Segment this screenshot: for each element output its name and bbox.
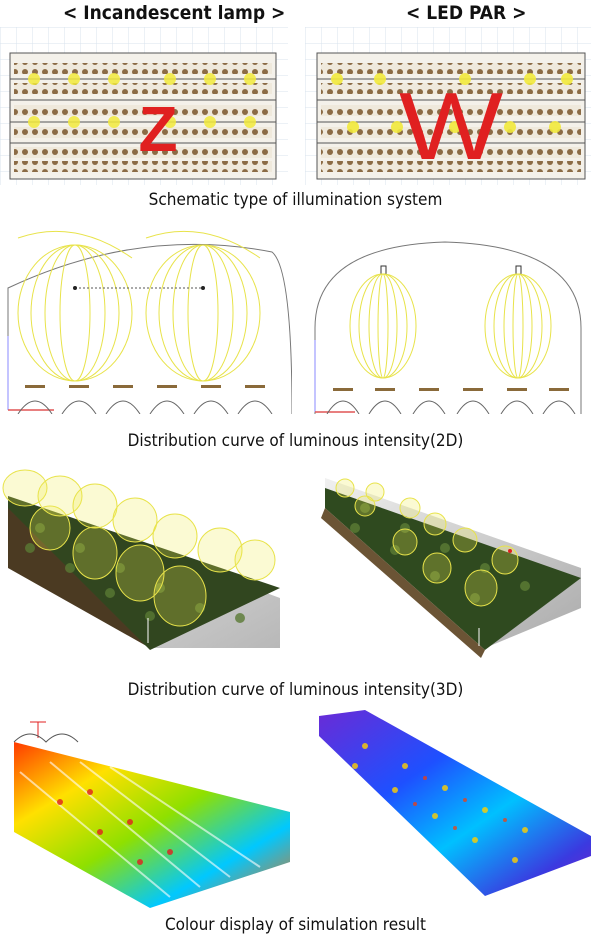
intensity-spheres [2,469,276,627]
curve-2d-led-par [305,228,591,414]
intensity-spheres [335,478,519,607]
curve-3d-led-par [305,468,591,658]
hotspot-rows [352,743,528,863]
schematic-incandescent: Z [0,27,288,185]
caption-schematic: Schematic type of illumination system [148,190,443,210]
plant-benches [17,400,273,414]
lamp-markers [28,73,256,128]
bed-rows [321,63,581,172]
plant-rows [350,503,530,603]
curve-3d-incandescent [0,468,286,658]
caption-curve-3d: Distribution curve of luminous intensity… [127,680,464,700]
caption-simulation: Colour display of simulation result [164,915,427,935]
caption-curve-2d: Distribution curve of luminous intensity… [127,431,464,451]
schematic-led-par: W [305,27,591,185]
header-incandescent: < Incandescent lamp > [63,2,286,24]
intensity-lobes [349,273,552,379]
intensity-lobes [17,230,261,382]
plant-benches [326,400,576,414]
curve-2d-incandescent [0,228,292,414]
lamp-markers [331,73,573,133]
simulation-incandescent [0,712,290,910]
z-pattern-letter: Z [138,93,177,165]
bed-rows [14,63,272,172]
simulation-led-par [305,706,591,900]
w-pattern-letter: W [399,73,503,180]
bench-rows [19,761,261,898]
header-led-par: < LED PAR > [406,2,527,24]
